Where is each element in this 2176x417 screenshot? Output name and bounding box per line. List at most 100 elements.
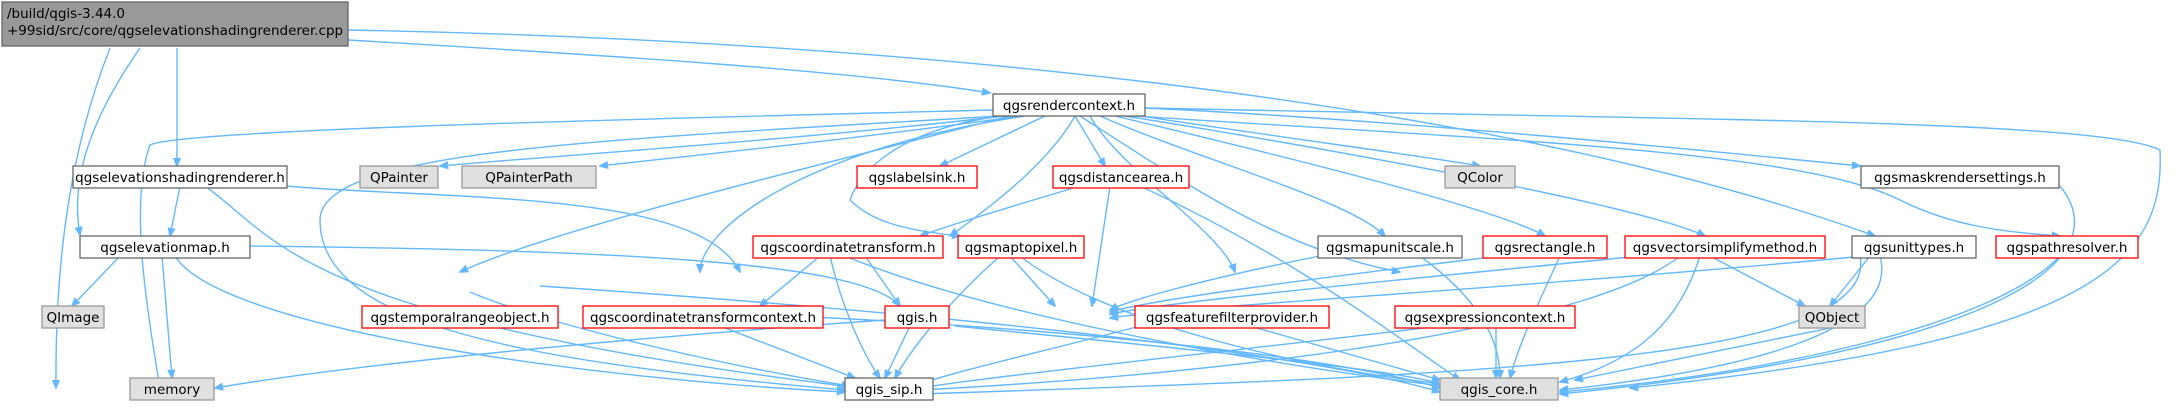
edge-root-qimage [56, 47, 111, 388]
node-box [1, 1, 349, 47]
node-coordtransform[interactable]: qgscoordinatetransform.h [752, 235, 944, 259]
edge-rendercontext-pathresolver [1134, 115, 2060, 236]
node-box [957, 235, 1085, 259]
edge-elevshading-qgis_sip [204, 185, 860, 388]
node-label: /build/qgis-3.44.0 [7, 6, 125, 22]
node-memory[interactable]: memory [129, 377, 215, 401]
edge-vectorsimplify-qgis_sip [920, 255, 1681, 390]
node-rectangle[interactable]: qgsrectangle.h [1482, 235, 1608, 259]
node-label: qgsmaptopixel.h [965, 240, 1078, 256]
node-label: qgselevationshadingrenderer.h [75, 170, 285, 186]
node-label: qgis_sip.h [856, 382, 923, 398]
node-label: qgscoordinatetransformcontext.h [590, 310, 816, 326]
node-maptopixel[interactable]: qgsmaptopixel.h [957, 235, 1085, 259]
edge-distancearea-qgis_core [1139, 185, 1460, 380]
node-label: qgsunittypes.h [1864, 240, 1964, 256]
edge-root-elevmap [78, 47, 141, 235]
edge-rendercontext-coordtransform [950, 115, 1076, 236]
edge-rendercontext-maptopixel [849, 115, 1001, 236]
edge-vectorsimplify-qgis_core [1560, 255, 1701, 382]
node-mapunitscale[interactable]: qgsmapunitscale.h [1317, 235, 1463, 259]
node-box [461, 165, 597, 189]
node-exprcontext[interactable]: qgsexpressioncontext.h [1394, 305, 1576, 329]
edge-qgis_h-qgis_core [954, 325, 1440, 384]
node-label: qgsexpressioncontext.h [1405, 310, 1566, 326]
node-box [1444, 165, 1516, 189]
edge-rendercontext-labelsink [940, 115, 1046, 166]
node-qgis_h[interactable]: qgis.h [884, 305, 950, 329]
node-qobject[interactable]: QObject [1798, 305, 1866, 329]
node-maskrender[interactable]: qgsmaskrendersettings.h [1860, 165, 2060, 189]
node-label: qgselevationmap.h [100, 240, 230, 256]
edge-elevmap-memory [161, 255, 172, 378]
node-featurefilter[interactable]: qgsfeaturefilterprovider.h [1134, 305, 1330, 329]
node-box [1860, 165, 2060, 189]
node-pathresolver[interactable]: qgspathresolver.h [1995, 235, 2139, 259]
node-box [361, 305, 559, 329]
node-box [1317, 235, 1463, 259]
node-label: qgscoordinatetransform.h [760, 240, 935, 256]
node-box [752, 235, 944, 259]
edge-elevshading-elevmap [170, 185, 181, 236]
edges [56, 29, 2161, 394]
node-root[interactable]: /build/qgis-3.44.0+99sid/src/core/qgsele… [1, 1, 349, 47]
edge-unittypes-qgis_core [1560, 255, 1883, 390]
node-box [1482, 235, 1608, 259]
node-box [1851, 235, 1977, 259]
edge-rendercontext-qpainter [440, 115, 1006, 166]
node-box [582, 305, 824, 329]
edge-qgis_h-memory [215, 319, 886, 388]
node-qcolor[interactable]: QColor [1444, 165, 1516, 189]
node-label: qgslabelsink.h [869, 170, 966, 186]
node-box [359, 165, 439, 189]
edge-coordtransform-qgis_sip [829, 255, 880, 378]
node-label: qgsmapunitscale.h [1326, 240, 1454, 256]
node-coordtransformctx[interactable]: qgscoordinatetransformcontext.h [582, 305, 824, 329]
node-vectorsimplify[interactable]: qgsvectorsimplifymethod.h [1624, 235, 1826, 259]
edge-pathresolver-qgis_core [1560, 255, 2061, 392]
node-qgis_sip[interactable]: qgis_sip.h [844, 377, 934, 401]
edge-vectorsimplify-qobject [1709, 255, 1805, 306]
node-unittypes[interactable]: qgsunittypes.h [1851, 235, 1977, 259]
edge-rendercontext-exprcontext [1079, 115, 1400, 272]
node-box [1134, 305, 1330, 329]
node-temporalrange[interactable]: qgstemporalrangeobject.h [361, 305, 559, 329]
node-label: qgsdistancearea.h [1059, 170, 1183, 186]
node-qpainter[interactable]: QPainter [359, 165, 439, 189]
node-rendercontext[interactable]: qgsrendercontext.h [992, 93, 1146, 117]
node-labelsink[interactable]: qgslabelsink.h [856, 165, 978, 189]
node-qpainterpath[interactable]: QPainterPath [461, 165, 597, 189]
node-qimage[interactable]: QImage [41, 305, 105, 329]
node-label: QPainterPath [485, 170, 573, 186]
node-label: qgsrendercontext.h [1003, 98, 1135, 114]
edge-mapunitscale-qgis_h [1110, 255, 1321, 310]
node-qgis_core[interactable]: qgis_core.h [1439, 377, 1559, 401]
edge-rendercontext-temporalrange [460, 115, 1011, 272]
edge-distancearea-qgis_h [1092, 185, 1111, 306]
node-elevmap[interactable]: qgselevationmap.h [79, 235, 251, 259]
edge-qgis_h-qgis_sip [885, 325, 911, 378]
edge-featurefilter-qgis_sip [920, 325, 1141, 384]
edge-elevmap-qimage [72, 255, 121, 306]
edge-distancearea-coordtransform [920, 185, 1081, 236]
edge-rendercontext-memory [139, 109, 994, 388]
node-label: qgis.h [897, 310, 938, 326]
node-label: qgsrectangle.h [1495, 240, 1596, 256]
node-box [1798, 305, 1866, 329]
edge-rectangle-qgis_h [1110, 255, 1501, 312]
node-box [856, 165, 978, 189]
edge-rendercontext-featurefilter [1089, 115, 1235, 272]
edge-qobject-qgis_core [1575, 325, 1841, 380]
node-label: qgis_core.h [1461, 382, 1538, 398]
node-elevshading[interactable]: qgselevationshadingrenderer.h [72, 165, 288, 189]
node-box [1052, 165, 1190, 189]
edge-unittypes-qobject [1830, 255, 1871, 306]
node-box [1394, 305, 1576, 329]
edge-featurefilter-qgis_core [1249, 325, 1440, 380]
node-box [1995, 235, 2139, 259]
node-distancearea[interactable]: qgsdistancearea.h [1052, 165, 1190, 189]
edge-maptopixel-qgis_core [1019, 255, 1460, 386]
edge-rendercontext-mapunitscale [1099, 115, 1385, 236]
node-label: QPainter [370, 170, 428, 186]
node-box [41, 305, 105, 329]
